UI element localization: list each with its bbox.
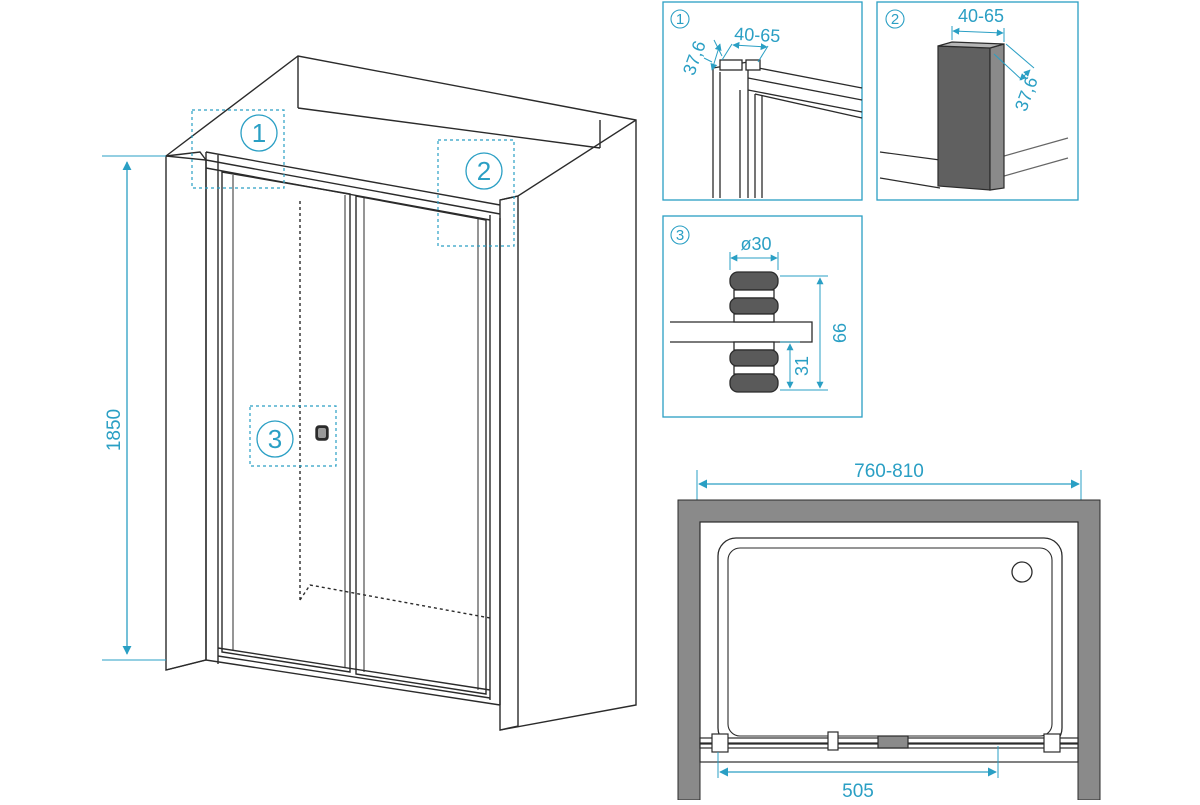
plan-view: 760-810 505	[677, 461, 1101, 802]
callout-label-3: 3	[268, 424, 282, 454]
tray-edge	[299, 584, 491, 619]
height-dimension: 1850	[102, 155, 166, 661]
right-wall-top	[499, 119, 637, 201]
detail-1-number: 1	[676, 11, 684, 28]
callout-circle-1	[240, 114, 278, 152]
detail-2-panel: 2 40-65 37,6	[876, 1, 1079, 201]
callout-circles	[240, 114, 503, 458]
detail-3-panel: 3 ø30 66 31	[662, 215, 863, 418]
right-door-panel	[355, 195, 487, 695]
door-handle	[315, 425, 329, 441]
plan-opening-label: 505	[842, 781, 874, 800]
callout-boxes	[191, 109, 515, 467]
height-label: 1850	[104, 409, 125, 451]
detail-3-half-label: 31	[792, 356, 812, 376]
callout-circle-3	[256, 420, 294, 458]
detail-3-diameter-label: ø30	[740, 234, 771, 254]
detail-1-adjust-label: 40-65	[734, 24, 781, 46]
left-profile	[205, 152, 219, 664]
shower-tray	[699, 521, 1079, 763]
callout-box-3	[249, 405, 337, 467]
detail-2-profile	[879, 41, 1069, 191]
callout-box-1	[191, 109, 285, 189]
detail-3-knob	[670, 271, 813, 393]
callout-box-2	[437, 139, 515, 247]
drain-icon	[1011, 561, 1033, 583]
right-wall-front	[499, 195, 519, 731]
top-rail	[205, 151, 501, 221]
plan-door-rail	[699, 731, 1079, 753]
alcove-back-top	[297, 107, 601, 149]
detail-2-number: 2	[891, 11, 899, 28]
right-door-frame	[363, 198, 479, 690]
detail-1-panel: 1 40-65 37,6	[662, 1, 863, 201]
detail-1-profile	[712, 59, 863, 198]
plan-width-label: 760-810	[854, 461, 924, 482]
callout-circle-2	[465, 152, 503, 190]
left-wall-top	[165, 151, 207, 161]
left-door-frame	[232, 175, 346, 668]
callout-label-1: 1	[252, 118, 266, 148]
bottom-rail	[217, 647, 491, 699]
detail-3-total-label: 66	[830, 323, 850, 343]
main-view	[165, 55, 637, 731]
detail-3-number: 3	[676, 227, 684, 244]
floor-line	[165, 659, 501, 706]
left-wall-front	[165, 155, 207, 671]
callout-label-2: 2	[477, 156, 491, 186]
right-profile	[489, 215, 501, 705]
left-door-panel	[221, 171, 351, 673]
detail-2-adjust-label: 40-65	[958, 6, 1004, 26]
